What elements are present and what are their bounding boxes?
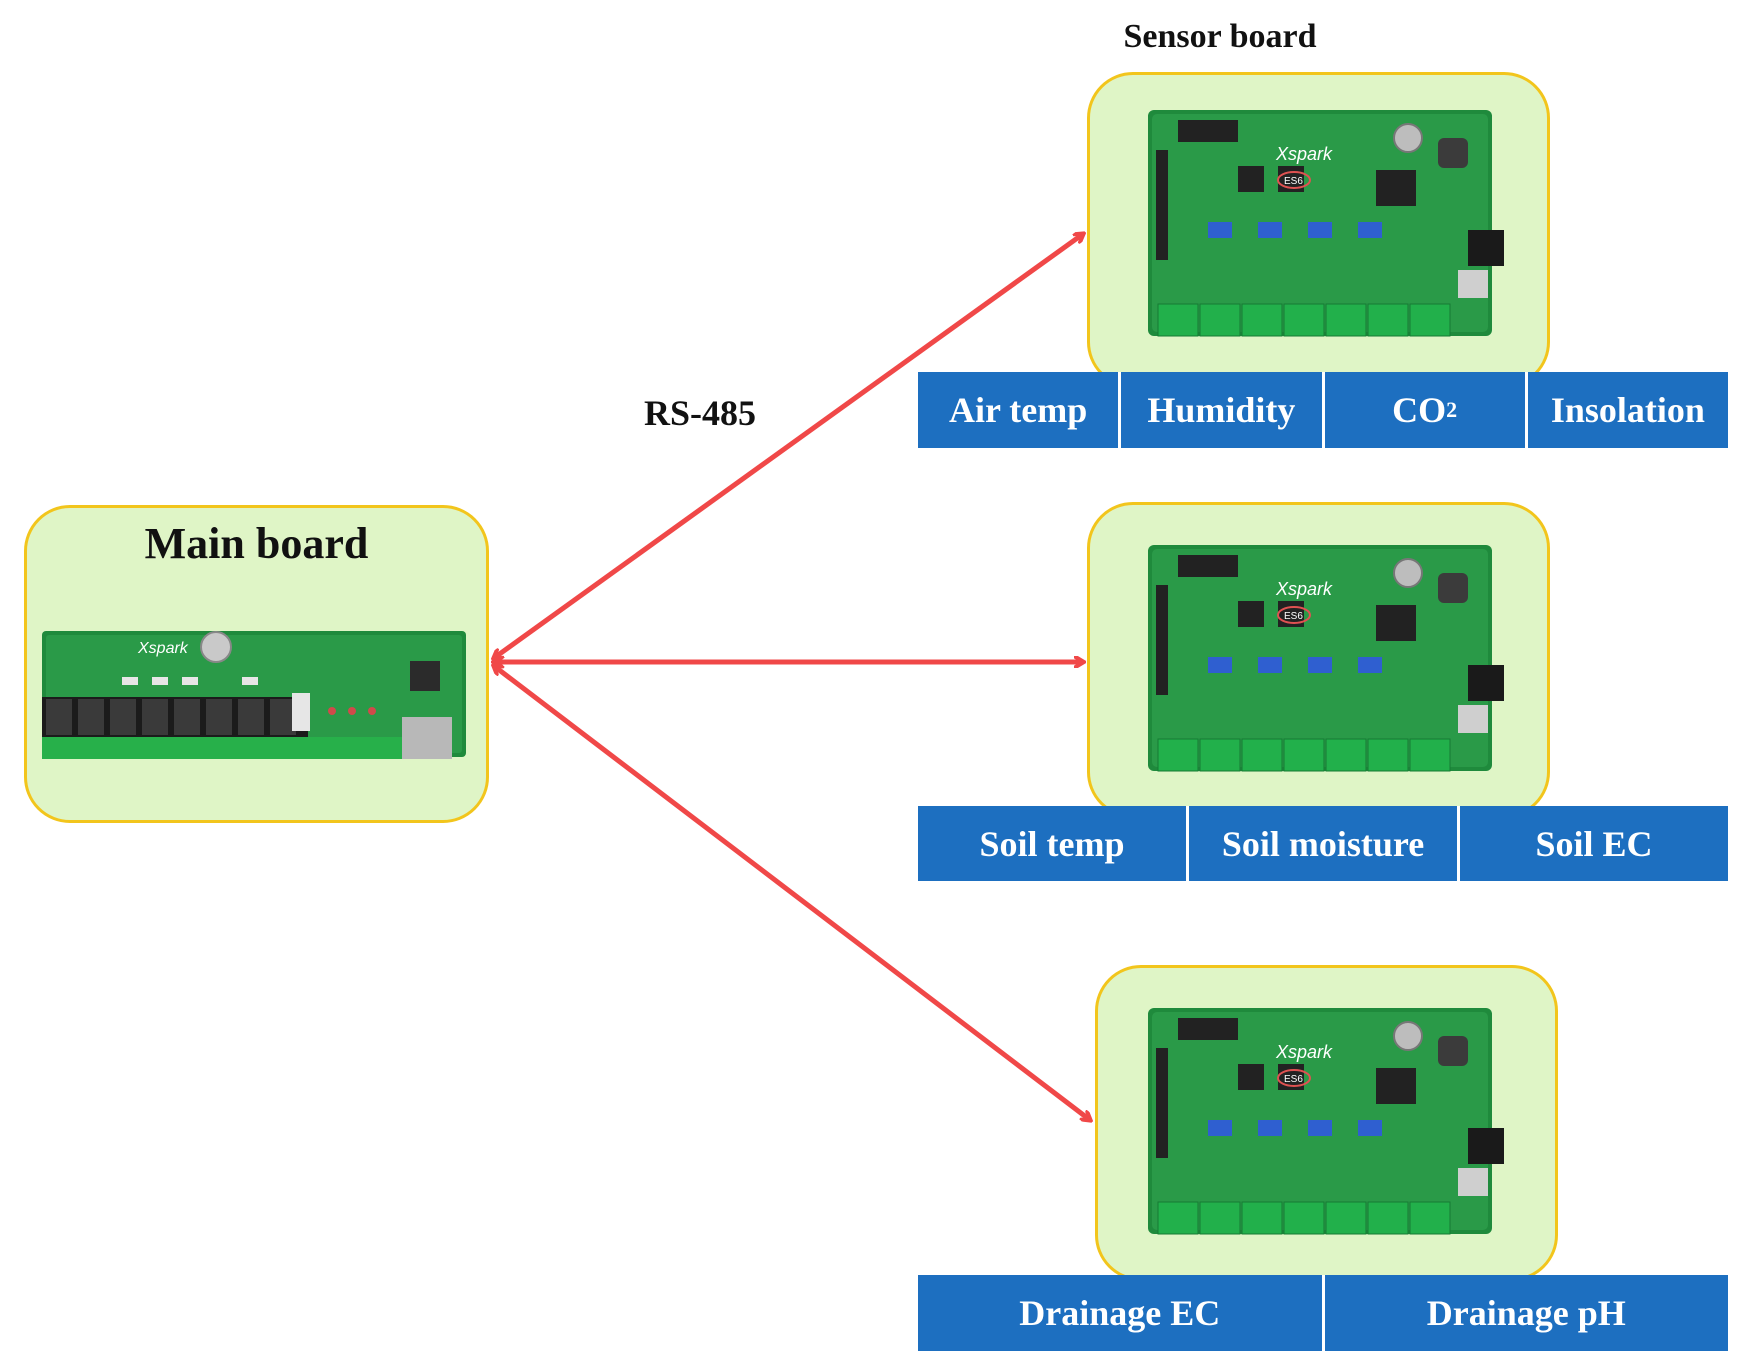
sensor-label: Humidity — [1121, 372, 1322, 448]
main-board-image: Xspark — [42, 631, 466, 759]
sensor-board-logo: Xspark — [1275, 1042, 1333, 1062]
arrow-to-sensor-board-1 — [494, 234, 1083, 658]
main-board-title: Main board — [144, 519, 369, 568]
sensor-board-logo: Xspark — [1275, 579, 1333, 599]
sensor-board-title: Sensor board — [1123, 18, 1317, 55]
arrow-to-sensor-board-3 — [494, 666, 1090, 1120]
sensor-label: Soil moisture — [1189, 806, 1457, 881]
sensor-board-mark: ES6 — [1284, 176, 1303, 187]
main-board-logo: Xspark — [137, 640, 189, 657]
sensor-label: Drainage EC — [918, 1275, 1322, 1351]
sensor-label: Soil EC — [1460, 806, 1728, 881]
sensor-label: Drainage pH — [1324, 1275, 1728, 1351]
sensor-board-logo: Xspark — [1275, 144, 1333, 164]
sensor-board-mark: ES6 — [1284, 611, 1303, 622]
sensor-label: Insolation — [1527, 372, 1728, 448]
sensor-board-mark: ES6 — [1284, 1074, 1303, 1085]
